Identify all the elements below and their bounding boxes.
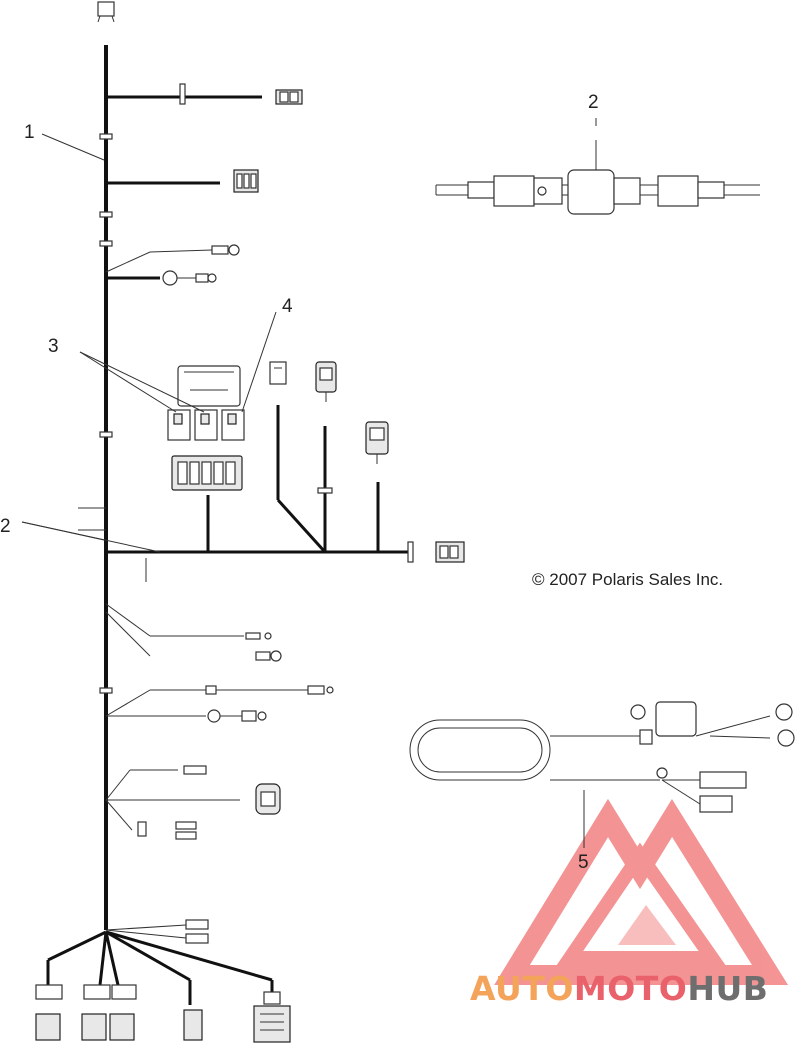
watermark-text-auto: AUTO: [470, 969, 574, 1008]
bus-end-connector-icon: [435, 541, 465, 563]
connector-top-right-icon: [275, 89, 303, 105]
callout-2-left: 2: [0, 516, 11, 537]
fuse-block-icon: [171, 455, 243, 491]
watermark-text-hub: HUB: [687, 969, 768, 1008]
terminal-d-icon: [307, 685, 334, 695]
lower-branches: [105, 603, 334, 840]
callout-5: 5: [578, 852, 589, 873]
bottom-connectors-icon: [35, 984, 291, 1043]
fuse-holder-icon: [630, 701, 795, 747]
battery-cable-assembly: [409, 701, 795, 813]
relay-icons: [167, 409, 245, 441]
connector-plug-b-icon: [365, 421, 389, 464]
fuse-box-cover-icon: [177, 365, 241, 407]
top-connector-icon: [97, 1, 115, 23]
ring-terminal-b-icon: [195, 273, 217, 283]
callout-2-right: 2: [588, 92, 599, 113]
mid-horizontal-branch: [78, 405, 465, 582]
connector-f-icon: [255, 783, 281, 815]
copyright-notice: © 2007 Polaris Sales Inc.: [532, 570, 723, 589]
watermark-logo: [494, 798, 789, 985]
ring-terminal-a-icon: [211, 244, 240, 256]
callout-3: 3: [48, 336, 59, 357]
fuse-connector-icon: [233, 169, 259, 193]
connector-plug-a-icon: [315, 361, 337, 402]
upper-branches: [105, 83, 303, 286]
terminal-e-icon: [207, 709, 267, 723]
leader-lines: [21, 118, 597, 848]
bottom-fan-out: [35, 919, 291, 1043]
watermark-triangle: [494, 798, 789, 985]
watermark-text: AUTOMOTOHUB: [470, 969, 768, 1008]
terminal-c-icon: [245, 632, 282, 662]
trunk-clips: [99, 133, 113, 694]
connector-small-icon: [269, 361, 287, 385]
watermark-text-moto: MOTO: [574, 969, 687, 1008]
sensor-connectors: [269, 361, 389, 464]
callout-1: 1: [24, 122, 35, 143]
main-harness-trunk: [97, 1, 115, 930]
callout-4: 4: [282, 296, 293, 317]
inline-connector-assembly: [435, 169, 760, 215]
fuse-box-cluster: [167, 365, 245, 491]
inline-plug-icon: [656, 767, 747, 813]
